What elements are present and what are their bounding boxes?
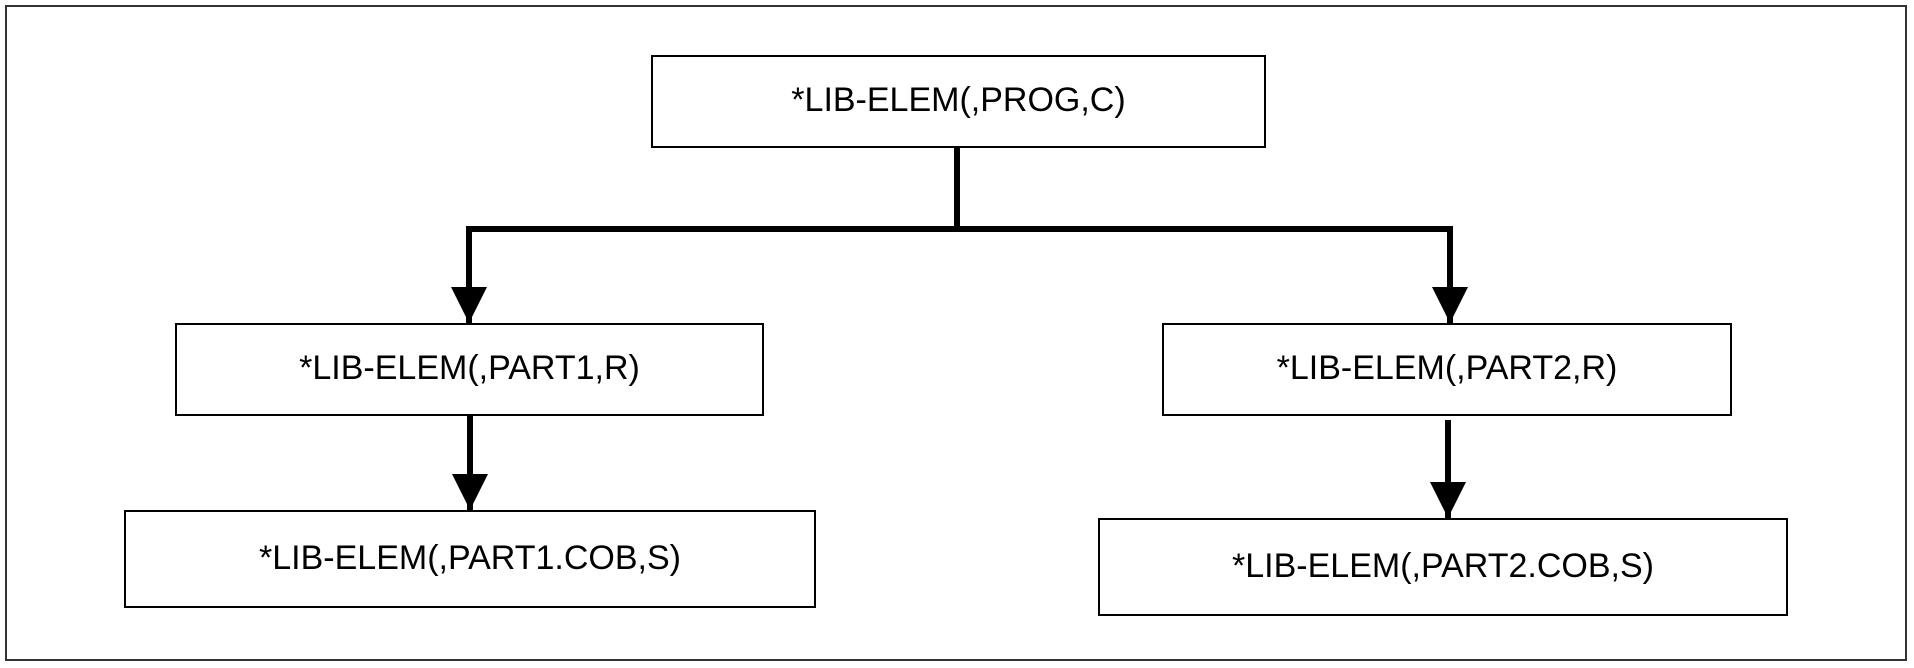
node-prog: *LIB-ELEM(,PROG,C) (651, 55, 1266, 148)
node-part2-label: *LIB-ELEM(,PART2,R) (1276, 349, 1618, 387)
node-part2: *LIB-ELEM(,PART2,R) (1162, 323, 1732, 416)
diagram-frame (5, 5, 1907, 661)
node-part2-cob: *LIB-ELEM(,PART2.COB,S) (1098, 518, 1788, 616)
node-part1: *LIB-ELEM(,PART1,R) (175, 323, 764, 416)
node-prog-label: *LIB-ELEM(,PROG,C) (791, 81, 1126, 119)
node-part1-label: *LIB-ELEM(,PART1,R) (299, 349, 640, 387)
node-part2-cob-label: *LIB-ELEM(,PART2.COB,S) (1232, 546, 1654, 585)
node-part1-cob: *LIB-ELEM(,PART1.COB,S) (124, 510, 816, 608)
node-part1-cob-label: *LIB-ELEM(,PART1.COB,S) (259, 538, 681, 577)
